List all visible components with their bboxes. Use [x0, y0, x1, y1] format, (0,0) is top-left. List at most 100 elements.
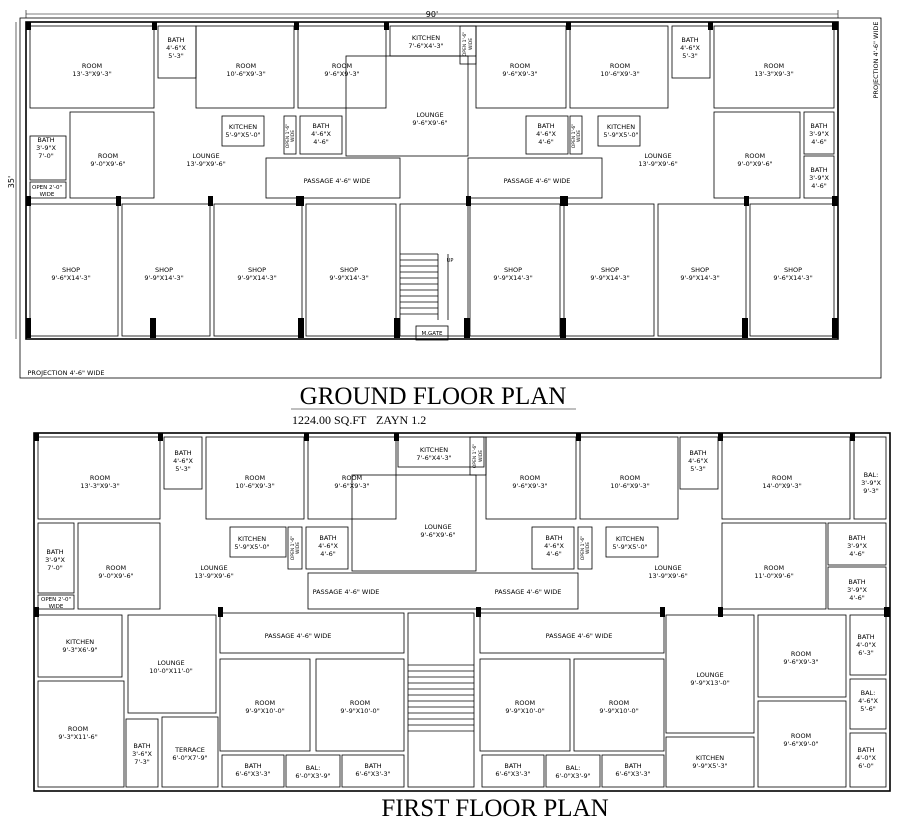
gf-room-dims: 10'-6"X9'-3"	[226, 70, 265, 78]
ff-kitchen-label: KITCHEN	[238, 535, 266, 543]
gf-bath-label: BATH	[810, 166, 827, 174]
first-floor-labels: ROOM 13'-3"X9'-3" BATH 4'-6"X 5'-3" ROOM…	[41, 444, 881, 780]
gf-open-label: OPEN 2'-0"	[32, 185, 62, 191]
ff-room-label: ROOM	[90, 474, 110, 482]
gf-shop-label: SHOP	[155, 266, 173, 274]
gf-room-dims: 9'-0"X9'-6"	[90, 160, 125, 168]
gf-shop-label: SHOP	[248, 266, 266, 274]
ff-room-label: ROOM	[106, 564, 126, 572]
ff-lounge-label: LOUNGE	[200, 564, 227, 572]
gf-bath-dims2: 7'-0"	[38, 152, 53, 160]
width-dimension: 90'	[426, 10, 438, 19]
ff-room-label: ROOM	[520, 474, 540, 482]
ff-bath-label: BATH	[133, 742, 150, 750]
ff-open-label: OPEN 2'-0"	[41, 597, 71, 603]
ff-bath-label: BATH	[624, 762, 641, 770]
ff-bath-dims: 3'-9"X	[45, 556, 65, 564]
main-gate-label: M.GATE	[422, 331, 443, 337]
gf-open-label: OPEN 1'-6"	[571, 124, 577, 149]
gf-room-dims: 9'-0"X9'-6"	[737, 160, 772, 168]
ff-balcony-dims: 6'-0"X3'-9"	[555, 772, 590, 780]
ff-bath-label: BATH	[689, 449, 706, 457]
ff-room-label: ROOM	[255, 699, 275, 707]
ff-bath-dims: 4'-6"X	[544, 542, 564, 550]
gf-room-label: ROOM	[236, 62, 256, 70]
ff-lounge-dims: 13'-9"X9'-6"	[194, 572, 233, 580]
ff-bath-dims: 6'-6"X3'-3"	[355, 770, 390, 778]
ff-open-label: WIDE	[585, 542, 591, 554]
gf-bath-dims2: 4'-6"	[811, 138, 826, 146]
ff-passage-label: PASSAGE 4'-6" WIDE	[546, 632, 613, 640]
ff-open-label: WIDE	[295, 542, 301, 554]
gf-open-label: WIDE	[468, 38, 474, 50]
ground-floor-title: GROUND FLOOR PLAN	[300, 383, 567, 410]
gf-shop-dims: 9'-9"X14'-3"	[590, 274, 629, 282]
gf-open-label: OPEN 1'-6"	[462, 32, 468, 57]
gf-bath-label: BATH	[537, 122, 554, 130]
gf-bath-label: BATH	[167, 36, 184, 44]
stair-up-label: UP	[447, 258, 454, 264]
gf-open-label: WIDE	[290, 130, 296, 142]
gf-room-label: ROOM	[332, 62, 352, 70]
ff-open-label: WIDE	[478, 450, 484, 462]
ff-bath-label: BATH	[857, 746, 874, 754]
gf-bath-dims: 3'-9"X	[809, 174, 829, 182]
ff-bath-label: BATH	[848, 578, 865, 586]
gf-lounge-label: LOUNGE	[416, 111, 443, 119]
gf-bath-label: BATH	[810, 122, 827, 130]
ff-kitchen-dims: 5'-9"X5'-0"	[234, 543, 269, 551]
ff-bath-dims: 4'-6"X	[318, 542, 338, 550]
ff-bath-dims: 6'-6"X3'-3"	[615, 770, 650, 778]
ff-balcony-dims: 3'-9"X	[861, 479, 881, 487]
ff-room-dims: 9'-9"X10'-0"	[599, 707, 638, 715]
ff-bath-dims: 3'-9"X	[847, 586, 867, 594]
ff-bath-dims: 4'-6"X	[173, 457, 193, 465]
gf-room-dims: 9'-6"X9'-3"	[324, 70, 359, 78]
gf-shop-dims: 9'-6"X14'-3"	[51, 274, 90, 282]
gf-shop-dims: 9'-9"X14'-3"	[680, 274, 719, 282]
gf-room-label: ROOM	[82, 62, 102, 70]
ff-kitchen-dims: 7'-6"X4'-3"	[416, 454, 451, 462]
ff-passage-label: PASSAGE 4'-6" WIDE	[313, 588, 380, 596]
ff-room-label: ROOM	[515, 699, 535, 707]
gf-bath-dims: 4'-6"X	[311, 130, 331, 138]
ff-balcony-dims: 4'-6"X	[858, 697, 878, 705]
gf-shop-dims: 9'-9"X14'-3"	[237, 274, 276, 282]
gf-passage-label: PASSAGE 4'-6" WIDE	[504, 177, 571, 185]
first-floor-walls	[33, 432, 891, 792]
gf-bath-dims: 4'-6"X	[536, 130, 556, 138]
ff-room-label: ROOM	[791, 732, 811, 740]
ground-floor-walls	[19, 17, 882, 379]
ff-bath-dims: 4'-0"X	[856, 754, 876, 762]
gf-bath-dims: 3'-9"X	[809, 130, 829, 138]
ff-room-label: ROOM	[609, 699, 629, 707]
ff-room-label: ROOM	[68, 725, 88, 733]
ff-bath-dims: 4'-0"X	[856, 641, 876, 649]
gf-kitchen-label: KITCHEN	[412, 34, 440, 42]
gf-room-dims: 9'-6"X9'-3"	[502, 70, 537, 78]
ff-kitchen-label: KITCHEN	[66, 638, 94, 646]
ff-room-label: ROOM	[342, 474, 362, 482]
gf-shop-label: SHOP	[62, 266, 80, 274]
ff-room-dims: 9'-9"X10'-0"	[340, 707, 379, 715]
ff-room-dims: 9'-6"X9'-0"	[783, 740, 818, 748]
ff-bath-dims2: 4'-6"	[546, 550, 561, 558]
ff-room-dims: 10'-6"X9'-3"	[235, 482, 274, 490]
ff-bath-dims2: 6'-0"	[858, 762, 873, 770]
gf-room-dims: 13'-3"X9'-3"	[72, 70, 111, 78]
gf-open-label: OPEN 1'-6"	[285, 124, 291, 149]
ff-terrace-dims: 6'-0"X7'-9"	[172, 754, 207, 762]
ff-open-label: WIDE	[49, 604, 64, 610]
ff-bath-dims2: 5'-3"	[690, 465, 705, 473]
ff-room-dims: 11'-0"X9'-6"	[754, 572, 793, 580]
gf-shop-label: SHOP	[504, 266, 522, 274]
gf-bath-dims2: 4'-6"	[313, 138, 328, 146]
ff-lounge-dims: 10'-0"X11'-0"	[149, 667, 193, 675]
gf-bath-label: BATH	[681, 36, 698, 44]
gf-shop-label: SHOP	[340, 266, 358, 274]
ff-terrace-label: TERRACE	[174, 746, 205, 754]
ff-lounge-label: LOUNGE	[157, 659, 184, 667]
ff-bath-dims: 4'-6"X	[688, 457, 708, 465]
ff-kitchen-dims: 9'-3"X6'-9"	[62, 646, 97, 654]
gf-bath-dims: 3'-9"X	[36, 144, 56, 152]
